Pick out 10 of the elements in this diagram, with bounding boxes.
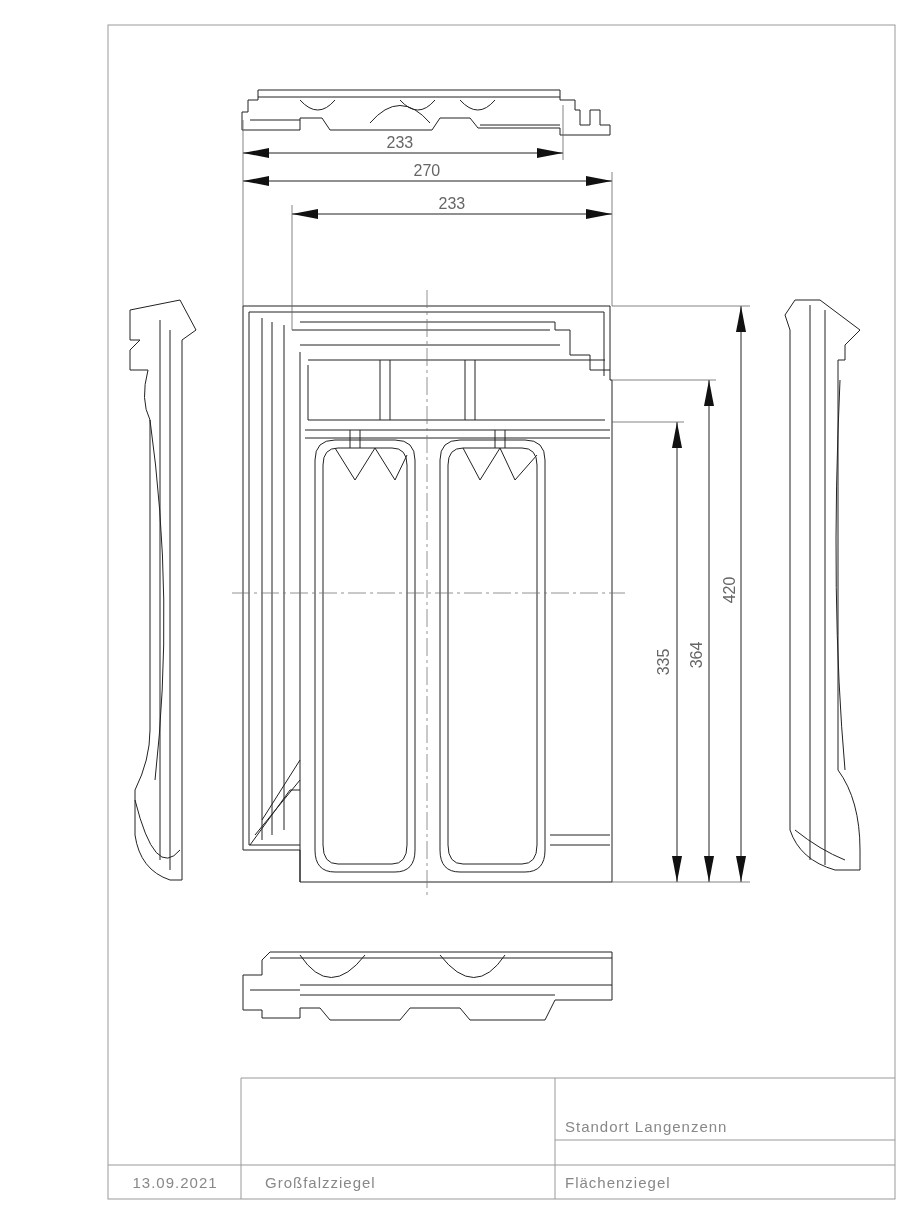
dimension-label: 364: [688, 641, 705, 669]
location-text: Standort Langenzenn: [565, 1118, 728, 1134]
dimension-label: 233: [386, 135, 414, 151]
date-text: 13.09.2021: [132, 1174, 218, 1190]
dimension-label: 233: [438, 196, 466, 212]
drawing-title: Großfalzziegel: [265, 1174, 376, 1190]
dimension-label: 420: [721, 576, 738, 604]
dimension-label: 270: [413, 163, 441, 179]
tile-type-text: Flächenziegel: [565, 1174, 671, 1190]
dimension-label: 335: [655, 648, 672, 676]
